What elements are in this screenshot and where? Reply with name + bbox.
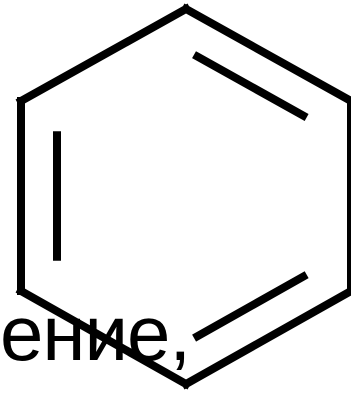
bond-layer [15,3,351,390]
ring-bond-4 [15,285,192,390]
ring-bond-1 [180,3,351,106]
double-bond-inner-3 [192,271,309,342]
double-bond-inner-1 [192,51,309,121]
ring-bond-6 [15,3,192,107]
ring-bond-3 [180,286,351,390]
cropped-text-fragment: ение, [0,289,191,377]
